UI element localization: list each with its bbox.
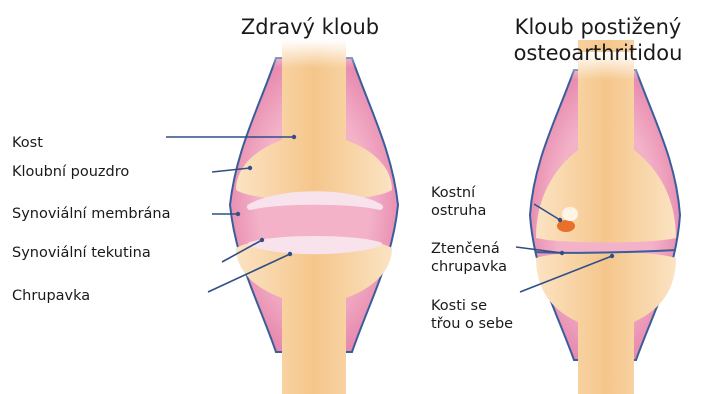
healthy-joint <box>230 40 398 394</box>
leader-dot-rubbing <box>610 254 614 258</box>
leader-dot-spur <box>558 218 562 222</box>
title-affected-joint: Kloub postižený osteoarthritidou <box>493 14 701 66</box>
label-bone-spur-line1: Kostní <box>431 184 486 202</box>
label-synovial-membrane: Synoviální membrána <box>12 205 171 224</box>
title-affected-line1: Kloub postižený <box>493 14 701 40</box>
leader-dot-capsule <box>248 166 252 170</box>
label-joint-capsule: Kloubní pouzdro <box>12 163 129 182</box>
leader-dot-cartilage <box>288 252 292 256</box>
label-bone-spur: Kostní ostruha <box>431 184 486 220</box>
top-fade <box>220 40 410 68</box>
affected-lower-bone <box>536 252 676 394</box>
affected-joint <box>530 40 680 394</box>
healthy-lower-bone <box>236 238 392 394</box>
leader-dot-membrane <box>236 212 240 216</box>
leader-dot-thin <box>560 251 564 255</box>
title-healthy-joint: Zdravý kloub <box>230 14 390 40</box>
healthy-lower-cartilage <box>250 238 380 252</box>
label-bones-rubbing: Kosti se třou o sebe <box>431 297 513 333</box>
leader-dot-bone <box>292 135 296 139</box>
label-thin-cartilage-line2: chrupavka <box>431 258 507 276</box>
label-bone-spur-line2: ostruha <box>431 202 486 220</box>
label-bones-rubbing-line2: třou o sebe <box>431 315 513 333</box>
label-synovial-fluid: Synoviální tekutina <box>12 244 151 263</box>
label-bone: Kost <box>12 134 43 153</box>
label-cartilage: Chrupavka <box>12 287 90 306</box>
title-affected-line2: osteoarthritidou <box>493 40 701 66</box>
label-thin-cartilage-line1: Ztenčená <box>431 240 507 258</box>
label-bones-rubbing-line1: Kosti se <box>431 297 513 315</box>
label-thin-cartilage: Ztenčená chrupavka <box>431 240 507 276</box>
leader-dot-fluid <box>260 238 264 242</box>
